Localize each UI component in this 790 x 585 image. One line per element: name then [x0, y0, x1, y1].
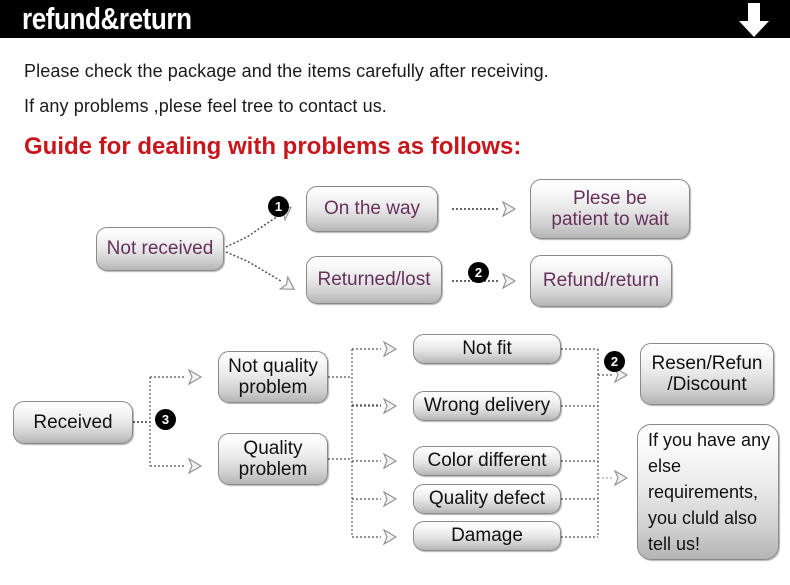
node-quality-defect[interactable]: Quality defect [413, 484, 561, 514]
node-refund-return[interactable]: Refund/return [530, 255, 672, 307]
quality-line-2: problem [238, 459, 308, 480]
resend-line-2: /Discount [667, 374, 747, 395]
node-not-received[interactable]: Not received [96, 227, 224, 271]
node-color-different[interactable]: Color different [413, 446, 561, 476]
not-quality-line-1: Not quality [228, 355, 318, 377]
node-received[interactable]: Received [13, 401, 133, 444]
badge-step-2-lower: 2 [604, 351, 625, 372]
node-returned-lost[interactable]: Returned/lost [306, 256, 442, 304]
page-title: refund&return [22, 1, 192, 36]
badge-step-1: 1 [268, 196, 289, 217]
guide-heading: Guide for dealing with problems as follo… [24, 133, 522, 160]
node-wrong-delivery[interactable]: Wrong delivery [413, 391, 561, 421]
node-contact-note: If you have any else requirements, you c… [637, 424, 779, 560]
header-bar: refund&return [0, 0, 790, 38]
plese-wait-line-1: Plese be [573, 187, 647, 209]
node-not-fit[interactable]: Not fit [413, 334, 561, 364]
intro-line-2: If any problems ,plese feel tree to cont… [24, 96, 387, 116]
node-please-be-patient[interactable]: Plese be patient to wait [530, 179, 690, 239]
node-damage[interactable]: Damage [413, 521, 561, 551]
node-not-quality-problem[interactable]: Not quality problem [218, 351, 328, 403]
node-on-the-way[interactable]: On the way [306, 186, 438, 232]
badge-step-2: 2 [468, 262, 489, 283]
plese-wait-line-2: patient to wait [551, 209, 669, 230]
badge-step-3: 3 [155, 409, 176, 430]
node-quality-problem[interactable]: Quality problem [218, 433, 328, 485]
resend-line-1: Resen/Refun [651, 352, 763, 374]
intro-line-1: Please check the package and the items c… [24, 61, 549, 81]
node-resend-refund-discount[interactable]: Resen/Refun /Discount [640, 343, 774, 405]
down-arrow-icon [739, 3, 769, 37]
not-quality-line-2: problem [238, 377, 308, 398]
quality-line-1: Quality [243, 437, 303, 459]
